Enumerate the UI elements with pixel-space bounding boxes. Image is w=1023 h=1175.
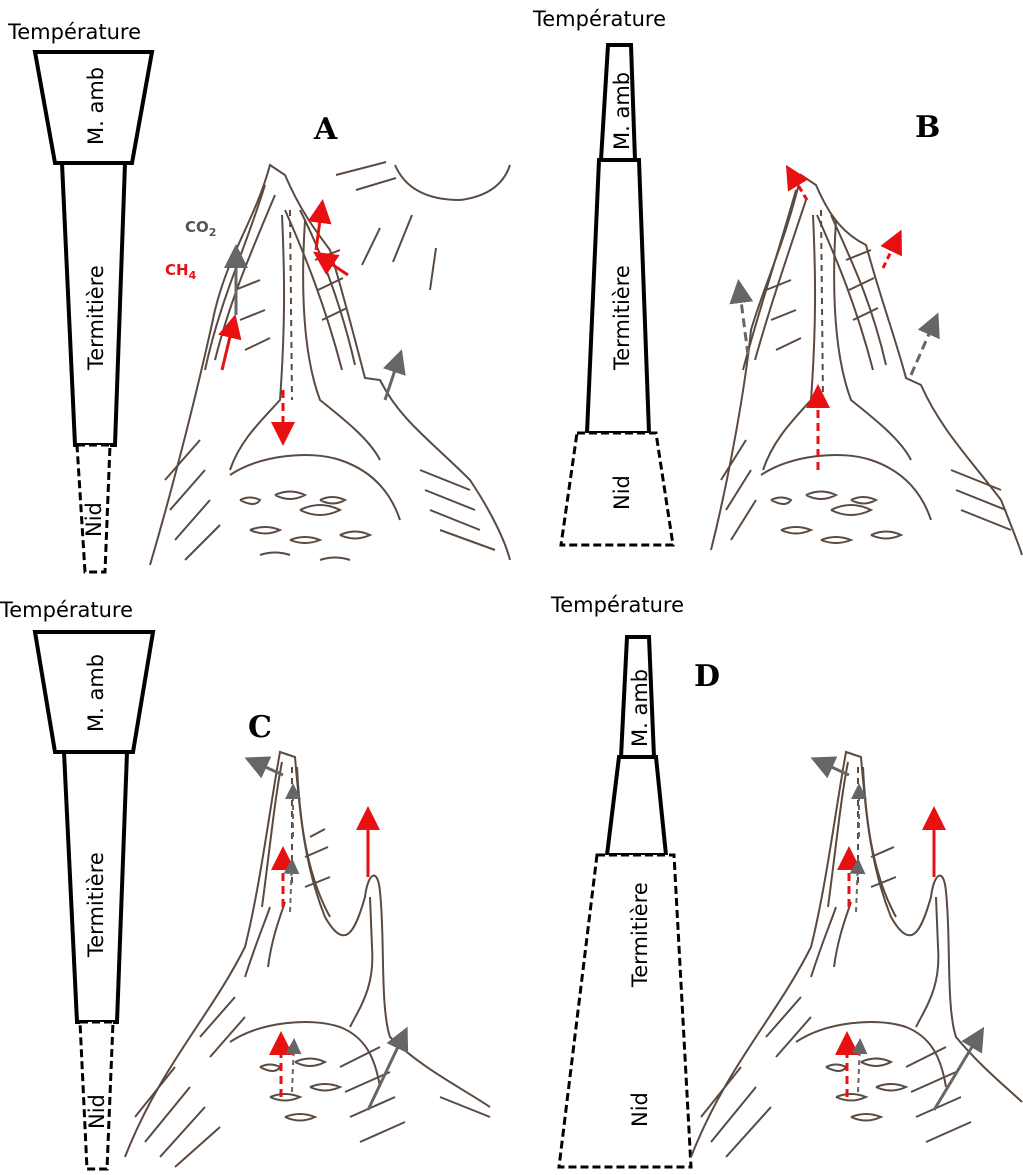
nest-label: Nid	[82, 502, 106, 537]
ambient-label: M. amb	[84, 67, 108, 145]
nest-label: Nid	[610, 475, 634, 510]
nest-label: Nid	[85, 1094, 109, 1129]
ambient-label: M. amb	[628, 669, 652, 747]
mound-label: Termitière	[628, 882, 652, 988]
panel-a-diagram: M. amb Termitière Nid	[0, 0, 511, 587]
sun-icon	[336, 162, 510, 290]
ambient-label: M. amb	[610, 72, 634, 150]
nest-label: Nid	[628, 1092, 652, 1127]
co2-arrow	[292, 1042, 294, 1092]
panel-d: Température D M. amb Termitière Nid	[511, 587, 1022, 1174]
co2-arrow	[858, 1042, 860, 1092]
ch4-label: CH4	[165, 261, 197, 282]
panel-a: Température A M. amb Termitière Nid	[0, 0, 511, 587]
mound-label: Termitière	[84, 265, 108, 371]
nest-segment	[559, 855, 691, 1167]
termite-mound	[691, 752, 1022, 1157]
mound-label: Termitière	[610, 265, 634, 371]
ch4-arrow	[883, 235, 899, 268]
mound-label: Termitière	[84, 852, 108, 958]
panel-c-diagram: M. amb Termitière Nid	[0, 587, 511, 1174]
termite-mound	[125, 752, 490, 1167]
termite-mound	[711, 175, 1022, 555]
panel-b-diagram: M. amb Termitière Nid	[511, 0, 1022, 587]
co2-arrow	[911, 318, 936, 375]
mound-segment	[607, 757, 666, 855]
co2-arrow	[385, 355, 400, 400]
co2-arrow	[739, 285, 748, 355]
co2-label: CO2	[185, 218, 216, 239]
co2-arrow	[368, 1032, 405, 1110]
panel-d-diagram: M. amb Termitière Nid	[511, 587, 1022, 1174]
panel-c: Température C M. amb Termitière Nid	[0, 587, 511, 1174]
gas-flow-arrows	[739, 170, 936, 470]
ambient-label: M. amb	[84, 654, 108, 732]
panel-b: Température B M. amb Termitière Nid	[511, 0, 1022, 587]
ch4-arrow	[316, 205, 322, 250]
temperature-bar	[559, 637, 691, 1167]
